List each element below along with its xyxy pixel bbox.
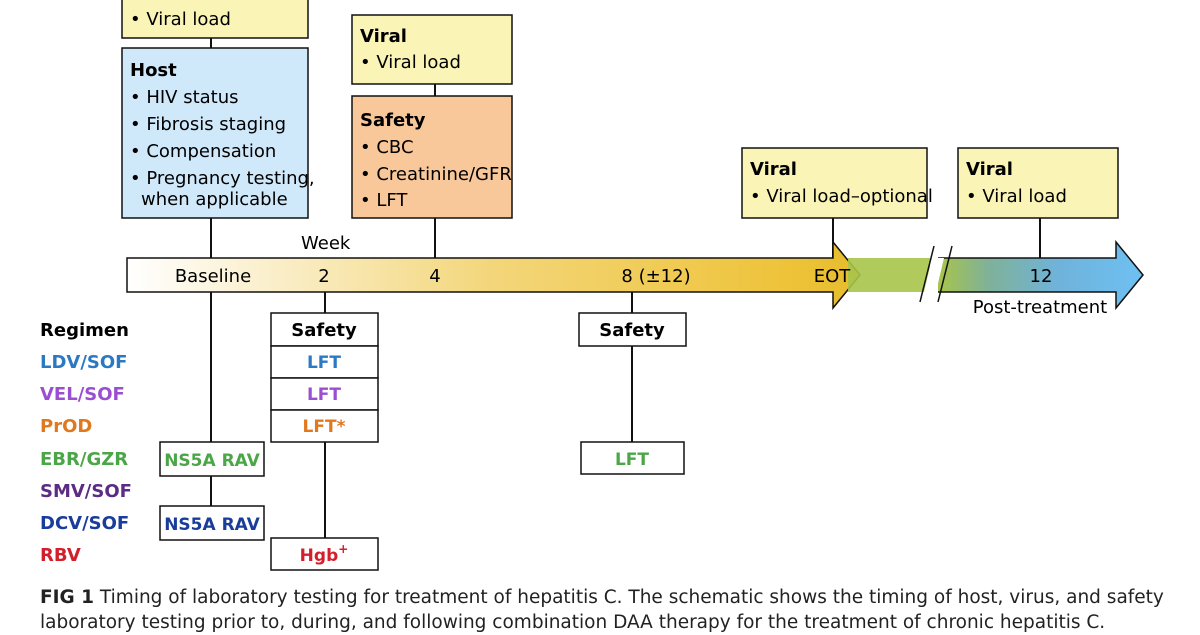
axis-break-marks (919, 245, 953, 303)
regimen-ebr-gzr: EBR/GZR (40, 449, 128, 470)
regimen-ldv-sof: LDV/SOF (40, 352, 127, 373)
hgb-label: Hgb+ (300, 542, 349, 566)
post-week12-label: 12 (1030, 266, 1053, 287)
testing-timeline-diagram: • Viral load Host • HIV status • Fibrosi… (40, 0, 1144, 571)
week4-viral-title: Viral (360, 26, 407, 47)
week2-safety-column: Safety LFT LFT LFT* (270, 312, 379, 443)
caption-line-1: FIG 1 Timing of laboratory testing for t… (40, 585, 1165, 610)
regimen-prod: PrOD (40, 416, 92, 437)
week8-safety-title: Safety (599, 320, 665, 341)
week8-safety-box: Safety (578, 312, 687, 347)
week4-safety-item: • Creatinine/GFR (360, 164, 512, 185)
post-treatment-arrow (938, 239, 1144, 311)
regimen-rbv: RBV (40, 545, 81, 566)
host-item: when applicable (141, 189, 288, 210)
host-item: • HIV status (130, 87, 239, 108)
post-viral-title: Viral (966, 159, 1013, 180)
week4-safety-title: Safety (360, 110, 426, 131)
week4-safety-item: • CBC (360, 137, 414, 158)
week4-safety-item: • LFT (360, 190, 408, 211)
eot-viral-item: • Viral load–optional (750, 186, 933, 207)
regimen-header: Regimen (40, 320, 129, 341)
lower-connectors (210, 292, 633, 538)
week2-label: 2 (318, 266, 329, 287)
week2-lft-ldv-sof: LFT (307, 353, 341, 373)
hgb-superscript: + (338, 542, 348, 556)
ns5a-rav-label: NS5A RAV (164, 515, 260, 535)
post-viral-item: • Viral load (966, 186, 1067, 207)
week8-lft-ebr-gzr: LFT (615, 450, 649, 470)
host-item: • Fibrosis staging (130, 114, 286, 135)
post-treatment-label: Post-treatment (973, 297, 1107, 318)
treatment-arrow (126, 239, 861, 311)
week4-viral-item: • Viral load (360, 52, 461, 73)
week2-lft-prod: LFT* (303, 417, 346, 437)
upper-connectors (210, 38, 1041, 258)
baseline-ns5a-box-dcv-sof: NS5A RAV (159, 505, 265, 541)
host-title: Host (130, 60, 177, 81)
regimen-list: Regimen LDV/SOF VEL/SOF PrOD EBR/GZR SMV… (40, 320, 132, 566)
week8-label: 8 (±12) (621, 266, 690, 287)
week-label: Week (301, 233, 351, 254)
regimen-vel-sof: VEL/SOF (40, 384, 125, 405)
caption-line-2: laboratory testing prior to, during, and… (40, 612, 1106, 633)
eot-viral-title: Viral (750, 159, 797, 180)
top-partial-viral-box: • Viral load (121, 0, 309, 39)
week2-hgb-box: Hgb+ (270, 537, 379, 571)
top-partial-item: • Viral load (130, 9, 231, 30)
regimen-dcv-sof: DCV/SOF (40, 513, 129, 534)
figure-caption: FIG 1 Timing of laboratory testing for t… (40, 585, 1165, 635)
week4-safety-box: Safety • CBC • Creatinine/GFR • LFT (351, 95, 513, 219)
baseline-ns5a-box-ebr-gzr: NS5A RAV (159, 441, 265, 477)
ns5a-rav-label: NS5A RAV (164, 451, 260, 471)
host-box: Host • HIV status • Fibrosis staging • C… (121, 47, 315, 219)
gap-segment (848, 258, 930, 292)
week4-viral-box: Viral • Viral load (351, 14, 513, 85)
week4-label: 4 (429, 266, 440, 287)
host-item: • Pregnancy testing, (130, 168, 315, 189)
week8-lft-box: LFT (580, 441, 685, 475)
caption-text-1: Timing of laboratory testing for treatme… (99, 587, 1164, 608)
week2-lft-vel-sof: LFT (307, 385, 341, 405)
week2-safety-title: Safety (291, 320, 357, 341)
post-viral-box: Viral • Viral load (957, 147, 1119, 219)
baseline-label: Baseline (175, 266, 251, 287)
eot-label: EOT (814, 266, 852, 287)
regimen-smv-sof: SMV/SOF (40, 481, 132, 502)
eot-viral-box: Viral • Viral load–optional (741, 147, 933, 219)
caption-label: FIG 1 (40, 587, 95, 608)
host-item: • Compensation (130, 141, 276, 162)
hgb-text: Hgb (300, 546, 339, 566)
